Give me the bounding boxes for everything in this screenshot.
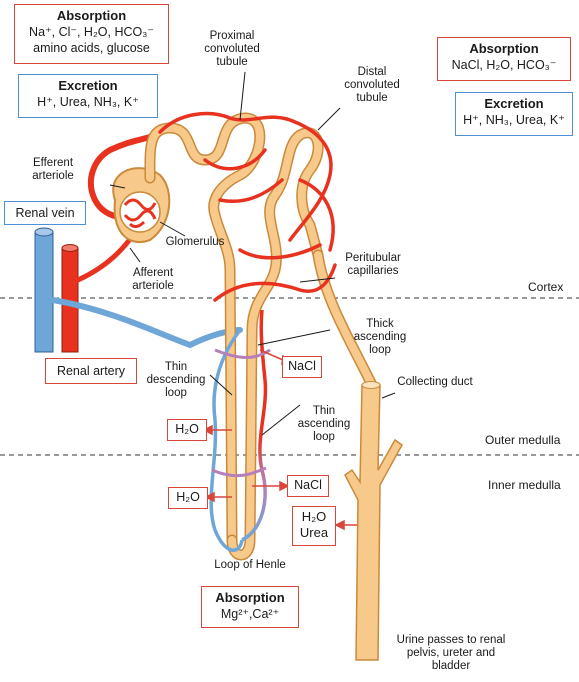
thick-ascending-loop-label: Thick ascending loop [353, 318, 407, 356]
renal-artery-label: Renal artery [45, 358, 137, 384]
bowmans-capsule [112, 167, 171, 243]
distal-tubule-label: Distal convoluted tubule [344, 66, 400, 104]
absorption-loop-box: Absorption Mg²⁺,Ca²⁺ [201, 586, 299, 628]
transport-arrows [202, 349, 357, 531]
h2o-collecting-text: H₂O [301, 509, 327, 524]
absorption-loop-line1: Mg²⁺,Ca²⁺ [220, 607, 280, 621]
h2o-upper-tag: H₂O [167, 419, 207, 441]
peritubular-capillaries-label: Peritubular capillaries [345, 252, 401, 277]
excretion-distal-title: Excretion [484, 96, 544, 111]
inner-medulla-label: Inner medulla [488, 478, 561, 492]
efferent-arteriole-label: Efferent arteriole [32, 157, 74, 182]
absorption-distal-box: Absorption NaCl, H₂O, HCO₃⁻ [437, 37, 571, 81]
urine-label: Urine passes to renal pelvis, ureter and… [396, 634, 506, 672]
loop-of-henle-label: Loop of Henle [214, 559, 286, 571]
afferent-arteriole-label: Afferent arteriole [132, 267, 174, 292]
peritubular-network [158, 111, 337, 302]
cortex-label: Cortex [528, 280, 564, 294]
absorption-proximal-box: Absorption Na⁺, Cl⁻, H₂O, HCO₃⁻ amino ac… [14, 4, 169, 64]
vein-branch [50, 297, 243, 349]
collecting-duct-shape [344, 381, 403, 661]
renal-artery-vessel [61, 244, 79, 353]
absorption-loop-title: Absorption [215, 590, 285, 605]
absorption-proximal-title: Absorption [56, 8, 127, 23]
h2o-upper-text: H₂O [175, 422, 199, 436]
urea-collecting-text: Urea [299, 525, 329, 540]
nacl-thick-text: NaCl [288, 359, 316, 373]
collecting-duct-label: Collecting duct [397, 376, 473, 388]
excretion-proximal-line1: H⁺, Urea, NH₃, K⁺ [37, 95, 139, 109]
excretion-distal-line1: H⁺, NH₃, Urea, K⁺ [463, 113, 565, 127]
h2o-lower-text: H₂O [176, 490, 200, 504]
proximal-tubule-label: Proximal convoluted tubule [204, 30, 260, 68]
nacl-thick-tag: NaCl [282, 356, 322, 378]
nacl-thin-text: NaCl [294, 478, 322, 492]
renal-artery-text: Renal artery [56, 364, 126, 378]
excretion-distal-box: Excretion H⁺, NH₃, Urea, K⁺ [455, 92, 573, 136]
outer-medulla-label: Outer medulla [485, 433, 561, 447]
nacl-thin-tag: NaCl [287, 475, 329, 497]
h2o-urea-collecting-tag: H₂O Urea [292, 506, 336, 546]
excretion-proximal-box: Excretion H⁺, Urea, NH₃, K⁺ [18, 74, 158, 118]
renal-vein-label: Renal vein [4, 201, 86, 225]
proximal-tubule [144, 112, 266, 546]
leader-lines [109, 71, 396, 436]
efferent-arc [87, 129, 163, 221]
renal-vein-text: Renal vein [15, 206, 75, 220]
vasa-recta-descending [209, 328, 244, 552]
absorption-proximal-line2: amino acids, glucose [33, 41, 150, 55]
h2o-lower-tag: H₂O [168, 487, 208, 509]
absorption-distal-line1: NaCl, H₂O, HCO₃⁻ [451, 58, 557, 72]
absorption-distal-title: Absorption [469, 41, 539, 56]
thin-ascending-loop-label: Thin ascending loop [297, 405, 351, 443]
renal-vein-vessel [34, 227, 54, 353]
excretion-proximal-title: Excretion [58, 78, 118, 93]
glomerulus-label: Glomerulus [165, 236, 225, 248]
thin-descending-loop-label: Thin descending loop [146, 361, 206, 399]
absorption-proximal-line1: Na⁺, Cl⁻, H₂O, HCO₃⁻ [29, 25, 154, 39]
